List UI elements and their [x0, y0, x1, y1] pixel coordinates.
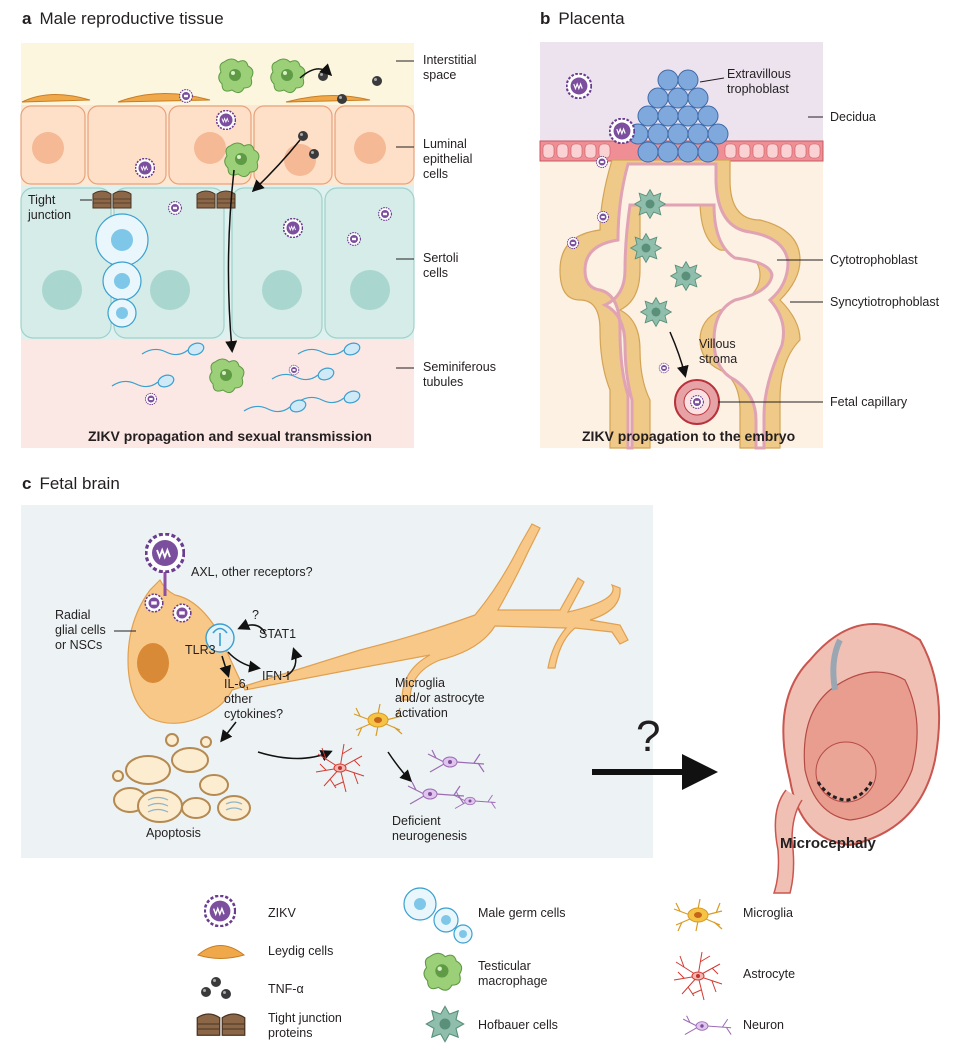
- legend-label-tight-junction-proteins: Tight junction proteins: [268, 1011, 342, 1040]
- panel-a-diagram: [20, 43, 415, 448]
- panel-c-diagram: [21, 505, 653, 858]
- label-cytotrophoblast: Cytotrophoblast: [830, 253, 918, 267]
- label-apoptosis: Apoptosis: [146, 826, 201, 840]
- label-axl-receptors: AXL, other receptors?: [191, 565, 313, 579]
- radial-glial-cell: [127, 523, 629, 724]
- legend-label-tnf-alpha: TNF-α: [268, 982, 304, 996]
- legend-icons: [196, 887, 732, 1043]
- label-microcephaly: Microcephaly: [780, 835, 876, 852]
- sertoli-cells: [20, 187, 415, 339]
- legend-label-hofbauer-cells: Hofbauer cells: [478, 1018, 558, 1032]
- label-deficient-neurogenesis: Deficient neurogenesis: [392, 814, 468, 843]
- fetus-in-uterus-illustration: [772, 623, 941, 894]
- panel-b-title: Placenta: [558, 9, 625, 28]
- legend-label-neuron: Neuron: [743, 1018, 784, 1032]
- label-syncytiotrophoblast: Syncytiotrophoblast: [830, 295, 940, 309]
- legend-label-male-germ-cells: Male germ cells: [478, 906, 566, 920]
- panel-b-diagram: [539, 42, 824, 450]
- label-il6-cytokines: IL-6, other cytokines?: [224, 677, 284, 721]
- label-stat1: STAT1: [259, 627, 297, 641]
- label-luminal-epithelial-cells: Luminal epithelial cells: [423, 137, 473, 181]
- label-decidua: Decidua: [830, 110, 876, 124]
- legend-label-leydig-cells: Leydig cells: [268, 944, 334, 958]
- panel-b-caption: ZIKV propagation to the embryo: [582, 428, 796, 444]
- big-question-mark: ?: [636, 712, 661, 761]
- label-seminiferous-tubules: Seminiferous tubules: [423, 360, 496, 389]
- legend-label-testicular-macrophage: Testicular macrophage: [478, 959, 548, 988]
- label-extravillous-trophoblast: Extravillous trophoblast: [727, 67, 791, 96]
- panel-a-letter: a: [22, 9, 32, 28]
- decidual-cells: [542, 143, 821, 159]
- panel-a-caption: ZIKV propagation and sexual transmission: [88, 428, 372, 444]
- label-villous-stroma: Villous stroma: [699, 337, 738, 366]
- label-microglia-activation: Microglia and/or astrocyte activation: [395, 676, 485, 720]
- panel-b-header: b Placenta: [540, 9, 625, 29]
- legend-label-microglia: Microglia: [743, 906, 794, 920]
- legend-label-astrocyte: Astrocyte: [743, 967, 796, 981]
- panel-b-letter: b: [540, 9, 551, 28]
- label-sertoli-cells: Sertoli cells: [423, 251, 459, 280]
- label-radial-glial-cells: Radial glial cells or NSCs: [55, 608, 106, 652]
- panel-a-title: Male reproductive tissue: [39, 9, 224, 28]
- legend-label-zikv: ZIKV: [268, 906, 296, 920]
- label-tlr3: TLR3: [185, 643, 216, 657]
- apoptotic-bodies: [112, 733, 251, 823]
- label-fetal-capillary: Fetal capillary: [830, 395, 908, 409]
- panel-c-letter: c: [22, 474, 32, 493]
- label-ifn-i: IFN-I: [262, 669, 290, 683]
- label-question-small: ?: [252, 608, 259, 622]
- extravillous-trophoblast: [627, 69, 729, 163]
- label-tight-junction: Tight junction: [28, 193, 72, 222]
- villous-inner: [583, 162, 790, 450]
- label-interstitial-space: Interstitial space: [423, 53, 477, 82]
- panel-c-header: c Fetal brain: [22, 474, 120, 494]
- panel-c-title: Fetal brain: [39, 474, 120, 493]
- panel-a-header: a Male reproductive tissue: [22, 9, 224, 29]
